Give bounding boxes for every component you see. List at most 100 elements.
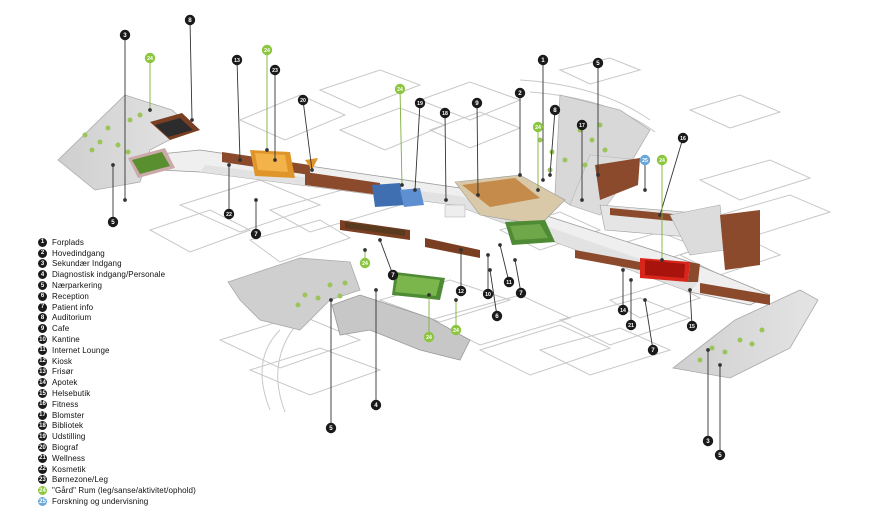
callout-marker: 7 xyxy=(387,269,399,281)
callout-circle xyxy=(144,52,156,64)
leader-dot xyxy=(488,268,492,272)
legend-label: Internet Lounge xyxy=(52,345,110,355)
callout-circle xyxy=(537,54,549,66)
leader-dot xyxy=(454,298,458,302)
leader-dot xyxy=(621,268,625,272)
callout-marker: 24 xyxy=(532,121,544,133)
callout-circle xyxy=(503,276,515,288)
callout-number: 24 xyxy=(535,125,541,131)
legend-number: 4 xyxy=(38,270,47,280)
legend-item: 24"Gård" Rum (leg/sanse/aktivitet/ophold… xyxy=(38,485,268,496)
callout-number: 13 xyxy=(234,58,240,64)
leader-dot xyxy=(254,198,258,202)
legend-number: 2 xyxy=(38,248,47,258)
callout-marker: 11 xyxy=(503,276,515,288)
leader-line xyxy=(514,259,522,294)
callout-number: 11 xyxy=(506,280,512,286)
legend-number: 6 xyxy=(38,291,47,301)
leader-dot xyxy=(643,188,647,192)
leader-dot xyxy=(660,258,664,262)
callout-number: 7 xyxy=(651,347,655,354)
leader-line xyxy=(644,299,654,351)
callout-circle xyxy=(639,154,651,166)
legend-number: 3 xyxy=(38,259,47,269)
callout-number: 14 xyxy=(620,308,626,314)
callout-number: 7 xyxy=(391,272,395,279)
leader-line xyxy=(189,19,193,121)
kids-zone xyxy=(250,150,318,178)
callout-marker: 5 xyxy=(325,422,337,434)
leader-dot xyxy=(329,298,333,302)
callout-circle xyxy=(515,287,527,299)
legend-number: 23 xyxy=(38,475,47,485)
callout-marker: 2 xyxy=(514,87,526,99)
legend-label: Sekundær Indgang xyxy=(52,259,122,269)
callout-marker: 7 xyxy=(515,287,527,299)
leader-dot xyxy=(658,213,662,217)
callout-circle xyxy=(297,94,309,106)
leader-dot xyxy=(374,288,378,292)
legend-number: 1 xyxy=(38,237,47,247)
callout-marker: 5 xyxy=(714,449,726,461)
callout-circle xyxy=(250,228,262,240)
legend-label: Nærparkering xyxy=(52,281,103,291)
callout-number: 24 xyxy=(426,335,432,341)
leader-dot xyxy=(596,173,600,177)
callout-number: 5 xyxy=(111,219,115,226)
callout-number: 22 xyxy=(226,212,232,218)
callout-marker: 24 xyxy=(423,331,435,343)
callout-circle xyxy=(677,132,689,144)
left-building xyxy=(128,113,200,178)
callout-marker: 24 xyxy=(656,154,668,166)
legend-number: 11 xyxy=(38,345,47,355)
leader-dot xyxy=(190,118,194,122)
callout-number: 24 xyxy=(659,158,665,164)
legend-label: Wellness xyxy=(52,453,86,463)
callout-marker: 5 xyxy=(592,57,604,69)
legend-label: Forplads xyxy=(52,237,84,247)
leader-dot xyxy=(363,248,367,252)
legend-label: Hovedindgang xyxy=(52,248,105,258)
legend-label: Diagnostisk indgang/Personale xyxy=(52,270,166,280)
callout-number: 1 xyxy=(541,57,545,64)
glass-rooms xyxy=(372,183,424,207)
callout-number: 23 xyxy=(272,68,278,74)
legend-number: 5 xyxy=(38,281,47,291)
legend: 1 Forplads 2 Hovedindgang 3 Sekundær Indgang 4… xyxy=(38,237,268,507)
callout-circle xyxy=(549,104,561,116)
callout-circle xyxy=(359,257,371,269)
legend-number: 10 xyxy=(38,335,47,345)
legend-label: Udstilling xyxy=(52,432,86,442)
leader-dot xyxy=(643,298,647,302)
legend-number: 9 xyxy=(38,324,47,334)
callout-marker: 24 xyxy=(394,83,406,95)
leader-dot xyxy=(718,363,722,367)
callout-marker: 6 xyxy=(491,310,503,322)
callout-number: 24 xyxy=(264,48,270,54)
callout-number: 25 xyxy=(642,158,648,164)
legend-label: Kiosk xyxy=(52,356,73,366)
leader-dot xyxy=(476,193,480,197)
leader-dot xyxy=(378,238,382,242)
callout-number: 21 xyxy=(628,323,634,329)
callout-number: 24 xyxy=(453,328,459,334)
legend-item: 5 Nærparkering xyxy=(38,280,268,291)
leader-dot xyxy=(238,158,242,162)
legend-label: Bibliotek xyxy=(52,421,84,431)
callout-number: 24 xyxy=(397,87,403,93)
leader-dot xyxy=(273,158,277,162)
leader-line xyxy=(549,109,556,176)
callout-number: 5 xyxy=(596,60,600,67)
leader-line xyxy=(414,102,421,191)
legend-label: Biograf xyxy=(52,443,79,453)
leader-line xyxy=(302,99,313,171)
callout-number: 19 xyxy=(417,101,423,107)
legend-label: Børnezone/Leg xyxy=(52,475,109,485)
